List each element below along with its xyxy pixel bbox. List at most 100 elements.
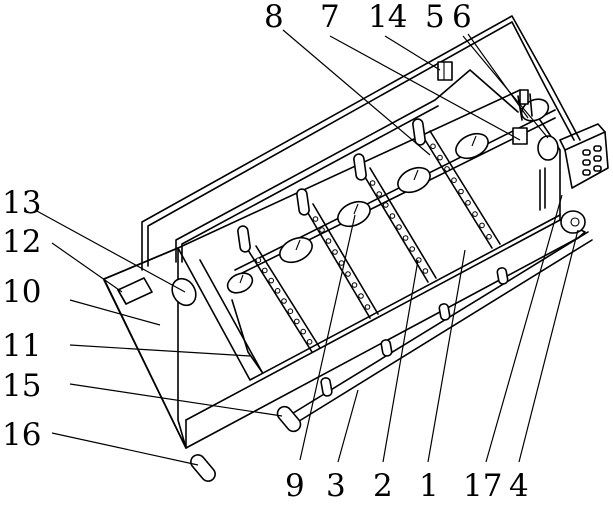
- label-8: 8: [264, 0, 284, 35]
- leader-3: [337, 389, 359, 463]
- upper-frame: [141, 15, 581, 271]
- pump-pipes: [517, 93, 533, 121]
- control-box-buttons: [582, 145, 602, 176]
- frame-inner: [147, 21, 575, 267]
- roller-axle: [570, 217, 580, 227]
- inner-floor: [177, 214, 561, 381]
- divider-baffle: [231, 299, 263, 373]
- plate-hole: [287, 308, 294, 315]
- inner-divider: [199, 259, 263, 373]
- plate-hole: [383, 202, 389, 208]
- device-12-edge: [117, 289, 127, 305]
- plate-1: [247, 249, 313, 353]
- plate-hole: [274, 288, 281, 294]
- end-roller: [560, 210, 586, 234]
- leader-8: [282, 29, 431, 156]
- end-top-edge: [103, 247, 179, 280]
- leader-17: [485, 194, 563, 463]
- leader-4: [518, 229, 579, 463]
- label-13: 13: [2, 185, 41, 221]
- leader-14: [384, 35, 441, 71]
- pipe-line: [175, 69, 519, 263]
- pipe-bottom: [295, 239, 593, 424]
- pipe-nozzles: [320, 267, 509, 397]
- reference-numerals: 8 7 14 5 6 13 12 10 11 15 16 9 3 2 1 17 …: [2, 0, 529, 504]
- plate-3b: [369, 167, 437, 279]
- pump-cluster: [512, 89, 559, 161]
- label-17: 17: [463, 468, 502, 503]
- plate-hole: [479, 222, 485, 229]
- plate-hole: [255, 257, 262, 264]
- label-9: 9: [285, 468, 305, 503]
- plate-hole: [294, 318, 300, 325]
- plate-hole: [369, 180, 376, 186]
- outlet-15: [276, 405, 302, 433]
- back-top-edge: [177, 89, 521, 249]
- plate-hole: [389, 213, 396, 219]
- label-6: 6: [452, 0, 472, 35]
- leader-10: [69, 299, 161, 326]
- label-12: 12: [2, 224, 41, 260]
- label-3: 3: [326, 468, 346, 503]
- plate-hole: [268, 277, 275, 284]
- drive-end: [539, 167, 586, 234]
- plate-hole: [458, 188, 464, 195]
- plate-hole: [338, 260, 345, 266]
- pipe-top: [289, 231, 589, 416]
- control-box-top: [559, 123, 606, 151]
- label-11: 11: [2, 328, 41, 364]
- label-7: 7: [320, 0, 340, 35]
- pump-valve: [519, 89, 529, 105]
- rod-1: [237, 225, 251, 253]
- plate-hole: [306, 339, 313, 345]
- label-5: 5: [425, 0, 445, 35]
- label-10: 10: [2, 274, 41, 310]
- plate-4: [421, 134, 493, 249]
- leader-1: [427, 249, 466, 463]
- plate-hole: [396, 224, 402, 230]
- plate-hole: [465, 200, 471, 206]
- plate-hole: [364, 304, 371, 310]
- label-15: 15: [2, 368, 41, 404]
- plate-hole: [430, 143, 436, 150]
- leader-11: [69, 344, 251, 357]
- leader-13: [34, 209, 186, 293]
- pump-5: [537, 135, 559, 161]
- frame-outer: [141, 15, 581, 271]
- pump-6: [512, 127, 528, 145]
- front-pipe: [190, 231, 593, 482]
- leader-7: [329, 35, 521, 141]
- disc-stems: [239, 135, 477, 284]
- plate-hole: [300, 328, 307, 335]
- plate-hole: [486, 233, 492, 240]
- plate-hole: [437, 154, 443, 161]
- rod-3: [353, 153, 367, 181]
- plate-2: [304, 207, 371, 319]
- plate-4b: [429, 130, 501, 245]
- leader-15: [69, 383, 283, 417]
- leader-6: [462, 35, 549, 139]
- plate-hole: [376, 191, 383, 197]
- outlet-16: [190, 454, 216, 482]
- plate-hole: [444, 166, 450, 172]
- disc-aerators: [226, 98, 550, 294]
- plate-hole: [472, 211, 478, 217]
- control-box: [559, 123, 609, 189]
- label-4: 4: [509, 468, 529, 503]
- label-16: 16: [2, 417, 41, 453]
- leader-12: [51, 242, 123, 293]
- leader-lines: [34, 29, 579, 466]
- plate-hole: [319, 227, 325, 233]
- leader-9: [299, 214, 356, 461]
- plate-hole: [281, 298, 287, 304]
- label-1: 1: [419, 468, 439, 503]
- leader-16: [51, 432, 199, 466]
- plate-1b: [255, 245, 321, 349]
- label-14: 14: [368, 0, 407, 35]
- plate-hole: [451, 177, 457, 183]
- perforated-plates: [247, 130, 501, 353]
- rod-4: [412, 118, 426, 146]
- plate-hole: [312, 216, 319, 222]
